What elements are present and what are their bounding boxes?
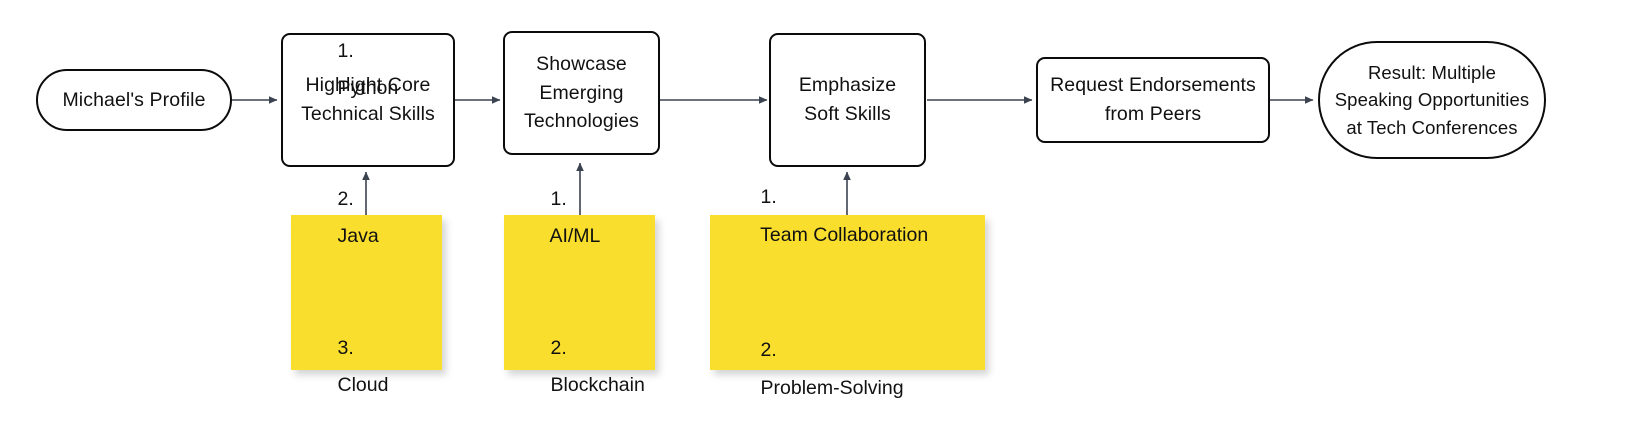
- node-result-speaking-opportunities[interactable]: Result: Multiple Speaking Opportunities …: [1318, 41, 1546, 159]
- note-item-number: 3.: [337, 336, 354, 359]
- note-item-text: Java: [337, 225, 379, 248]
- note-emerging-technologies[interactable]: 1. AI/ML 2. Blockchain: [504, 188, 655, 396]
- note-item-number: 2.: [550, 336, 567, 359]
- node-request-endorsements-from-peers[interactable]: Request Endorsements from Peers: [1036, 57, 1270, 143]
- note-item-number: 1.: [550, 188, 567, 211]
- note-soft-skills[interactable]: 1. Team Collaboration 2. Problem-Solving: [710, 186, 985, 399]
- node-emphasize-soft-skills[interactable]: Emphasize Soft Skills: [769, 33, 926, 167]
- note-item: 2. Problem-Solving: [728, 293, 985, 440]
- note-item-number: 2.: [337, 188, 354, 211]
- note-item: 1. Python: [305, 0, 442, 144]
- note-item-number: 1.: [337, 40, 354, 63]
- note-item-text: Python: [337, 77, 399, 100]
- note-core-technical-skills[interactable]: 1. Python 2. Java 3. Cloud 4. Computing: [291, 40, 442, 396]
- node-start[interactable]: Michael's Profile: [36, 69, 232, 131]
- note-item-text: Cloud: [337, 373, 389, 396]
- note-item-text: Problem-Solving: [760, 376, 904, 399]
- note-item: 2. Java: [305, 144, 442, 292]
- note-item: 3. Cloud: [305, 293, 442, 440]
- node-highlight-core-technical-skills[interactable]: Highlight Core Technical Skills: [281, 33, 455, 167]
- note-item: 1. AI/ML: [518, 144, 655, 292]
- note-item: 2. Blockchain: [518, 293, 655, 440]
- note-item-text: Team Collaboration: [760, 224, 929, 247]
- note-item: 1. Team Collaboration: [728, 140, 985, 292]
- note-item-number: 1.: [760, 186, 777, 209]
- note-item-text: Blockchain: [550, 373, 645, 396]
- note-item-text: AI/ML: [549, 225, 601, 248]
- node-showcase-emerging-technologies[interactable]: Showcase Emerging Technologies: [503, 31, 660, 155]
- note-item-number: 2.: [760, 338, 777, 361]
